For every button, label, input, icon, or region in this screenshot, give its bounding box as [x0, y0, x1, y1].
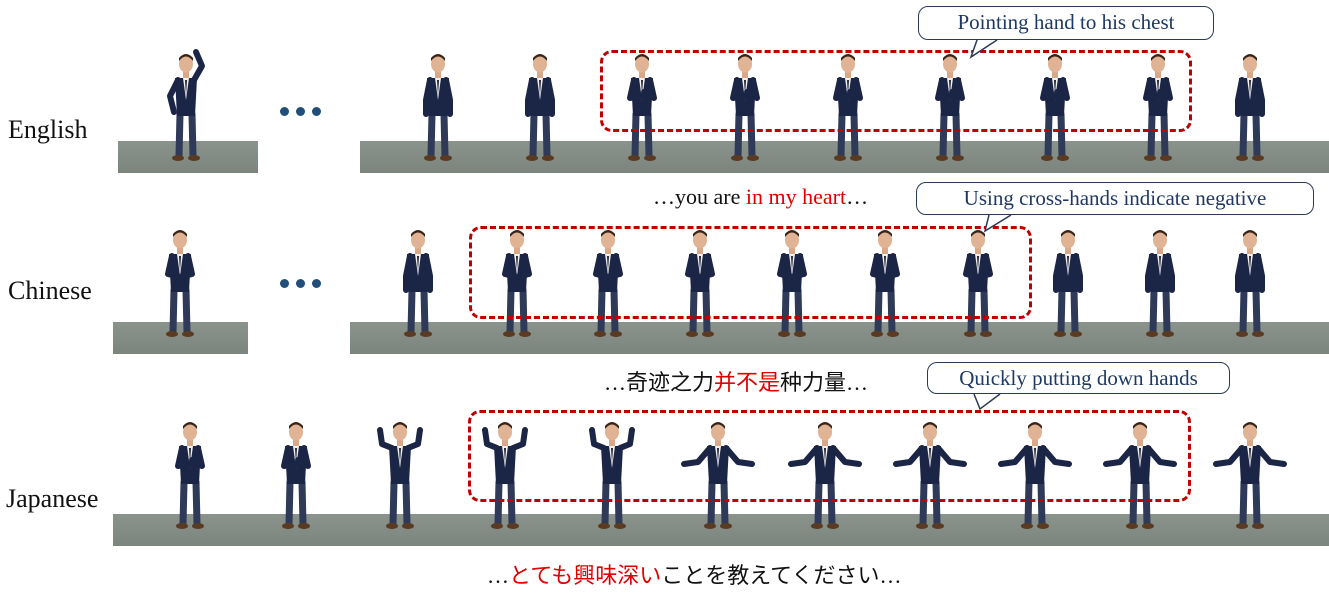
callout-english: Pointing hand to his chest: [918, 6, 1214, 59]
caption-chinese: …奇迹之力并不是种力量…: [604, 365, 868, 397]
avatar-english-9: [1143, 54, 1173, 161]
caption-chinese-before: …奇迹之力: [604, 370, 715, 395]
ellipsis-chinese: [280, 279, 321, 288]
avatar-english-4: [627, 54, 657, 161]
avatar-chinese-7: [870, 230, 900, 337]
caption-japanese-before: …: [487, 563, 509, 588]
label-chinese: Chinese: [8, 276, 92, 305]
avatar-chinese-3: [502, 230, 532, 337]
label-english: English: [8, 115, 88, 144]
caption-japanese: …とても興味深いことを教えてください…: [487, 558, 902, 590]
avatar-english-2: [423, 54, 453, 161]
avatar-japanese-3: [377, 422, 423, 529]
callout-chinese: Using cross-hands indicate negative: [916, 182, 1314, 233]
avatar-chinese-11: [1235, 230, 1265, 337]
avatar-japanese-10: [1103, 422, 1177, 529]
avatar-chinese-10: [1145, 230, 1175, 337]
avatar-japanese-1: [175, 422, 205, 529]
avatar-chinese-8: [963, 230, 993, 337]
callout-text-english: Pointing hand to his chest: [957, 10, 1175, 34]
caption-japanese-after: ことを教えてください…: [661, 563, 902, 588]
avatar-english-1: [167, 49, 205, 161]
caption-chinese-highlight: 并不是: [714, 370, 781, 395]
avatar-chinese-9: [1053, 230, 1083, 337]
avatar-english-3: [525, 54, 555, 161]
avatar-japanese-9: [998, 422, 1072, 529]
callout-tail-english: [969, 39, 998, 59]
avatar-chinese-1: [165, 230, 195, 337]
avatar-japanese-11: [1213, 422, 1287, 529]
avatar-chinese-5: [685, 230, 715, 337]
ground-chinese-first: [113, 322, 248, 354]
gesture-box-chinese: [469, 226, 1032, 319]
caption-english: …you are in my heart…: [653, 184, 868, 210]
avatar-english-10: [1235, 54, 1265, 161]
caption-english-highlight: in my heart: [745, 184, 847, 209]
avatar-chinese-2: [403, 230, 433, 337]
ground-japanese-sequence: [113, 514, 1329, 546]
avatar-chinese-4: [593, 230, 623, 337]
callout-tail-japanese: [973, 393, 1001, 411]
callout-text-chinese: Using cross-hands indicate negative: [963, 186, 1267, 210]
callout-tail-chinese: [983, 214, 1012, 233]
ground-english-first: [118, 141, 258, 173]
avatar-chinese-6: [777, 230, 807, 337]
avatar-japanese-4: [482, 422, 528, 529]
avatar-japanese-7: [788, 422, 862, 529]
caption-japanese-highlight: とても興味深い: [509, 563, 662, 588]
caption-english-before: …you are: [653, 184, 746, 209]
avatar-japanese-8: [893, 422, 967, 529]
avatar-english-7: [935, 54, 965, 161]
label-japanese: Japanese: [6, 484, 99, 513]
avatar-japanese-2: [281, 422, 311, 529]
avatar-english-5: [730, 54, 760, 161]
callout-japanese: Quickly putting down hands: [927, 362, 1230, 411]
gesture-box-japanese: [468, 410, 1191, 502]
caption-english-after: …: [846, 184, 869, 209]
gesture-box-english: [600, 50, 1192, 132]
ellipsis-english: [280, 107, 321, 116]
avatar-english-6: [833, 54, 863, 161]
avatar-english-8: [1040, 54, 1070, 161]
avatar-japanese-5: [589, 422, 635, 529]
callout-text-japanese: Quickly putting down hands: [959, 366, 1198, 390]
avatar-japanese-6: [681, 422, 755, 529]
caption-chinese-after: 种力量…: [780, 370, 869, 395]
